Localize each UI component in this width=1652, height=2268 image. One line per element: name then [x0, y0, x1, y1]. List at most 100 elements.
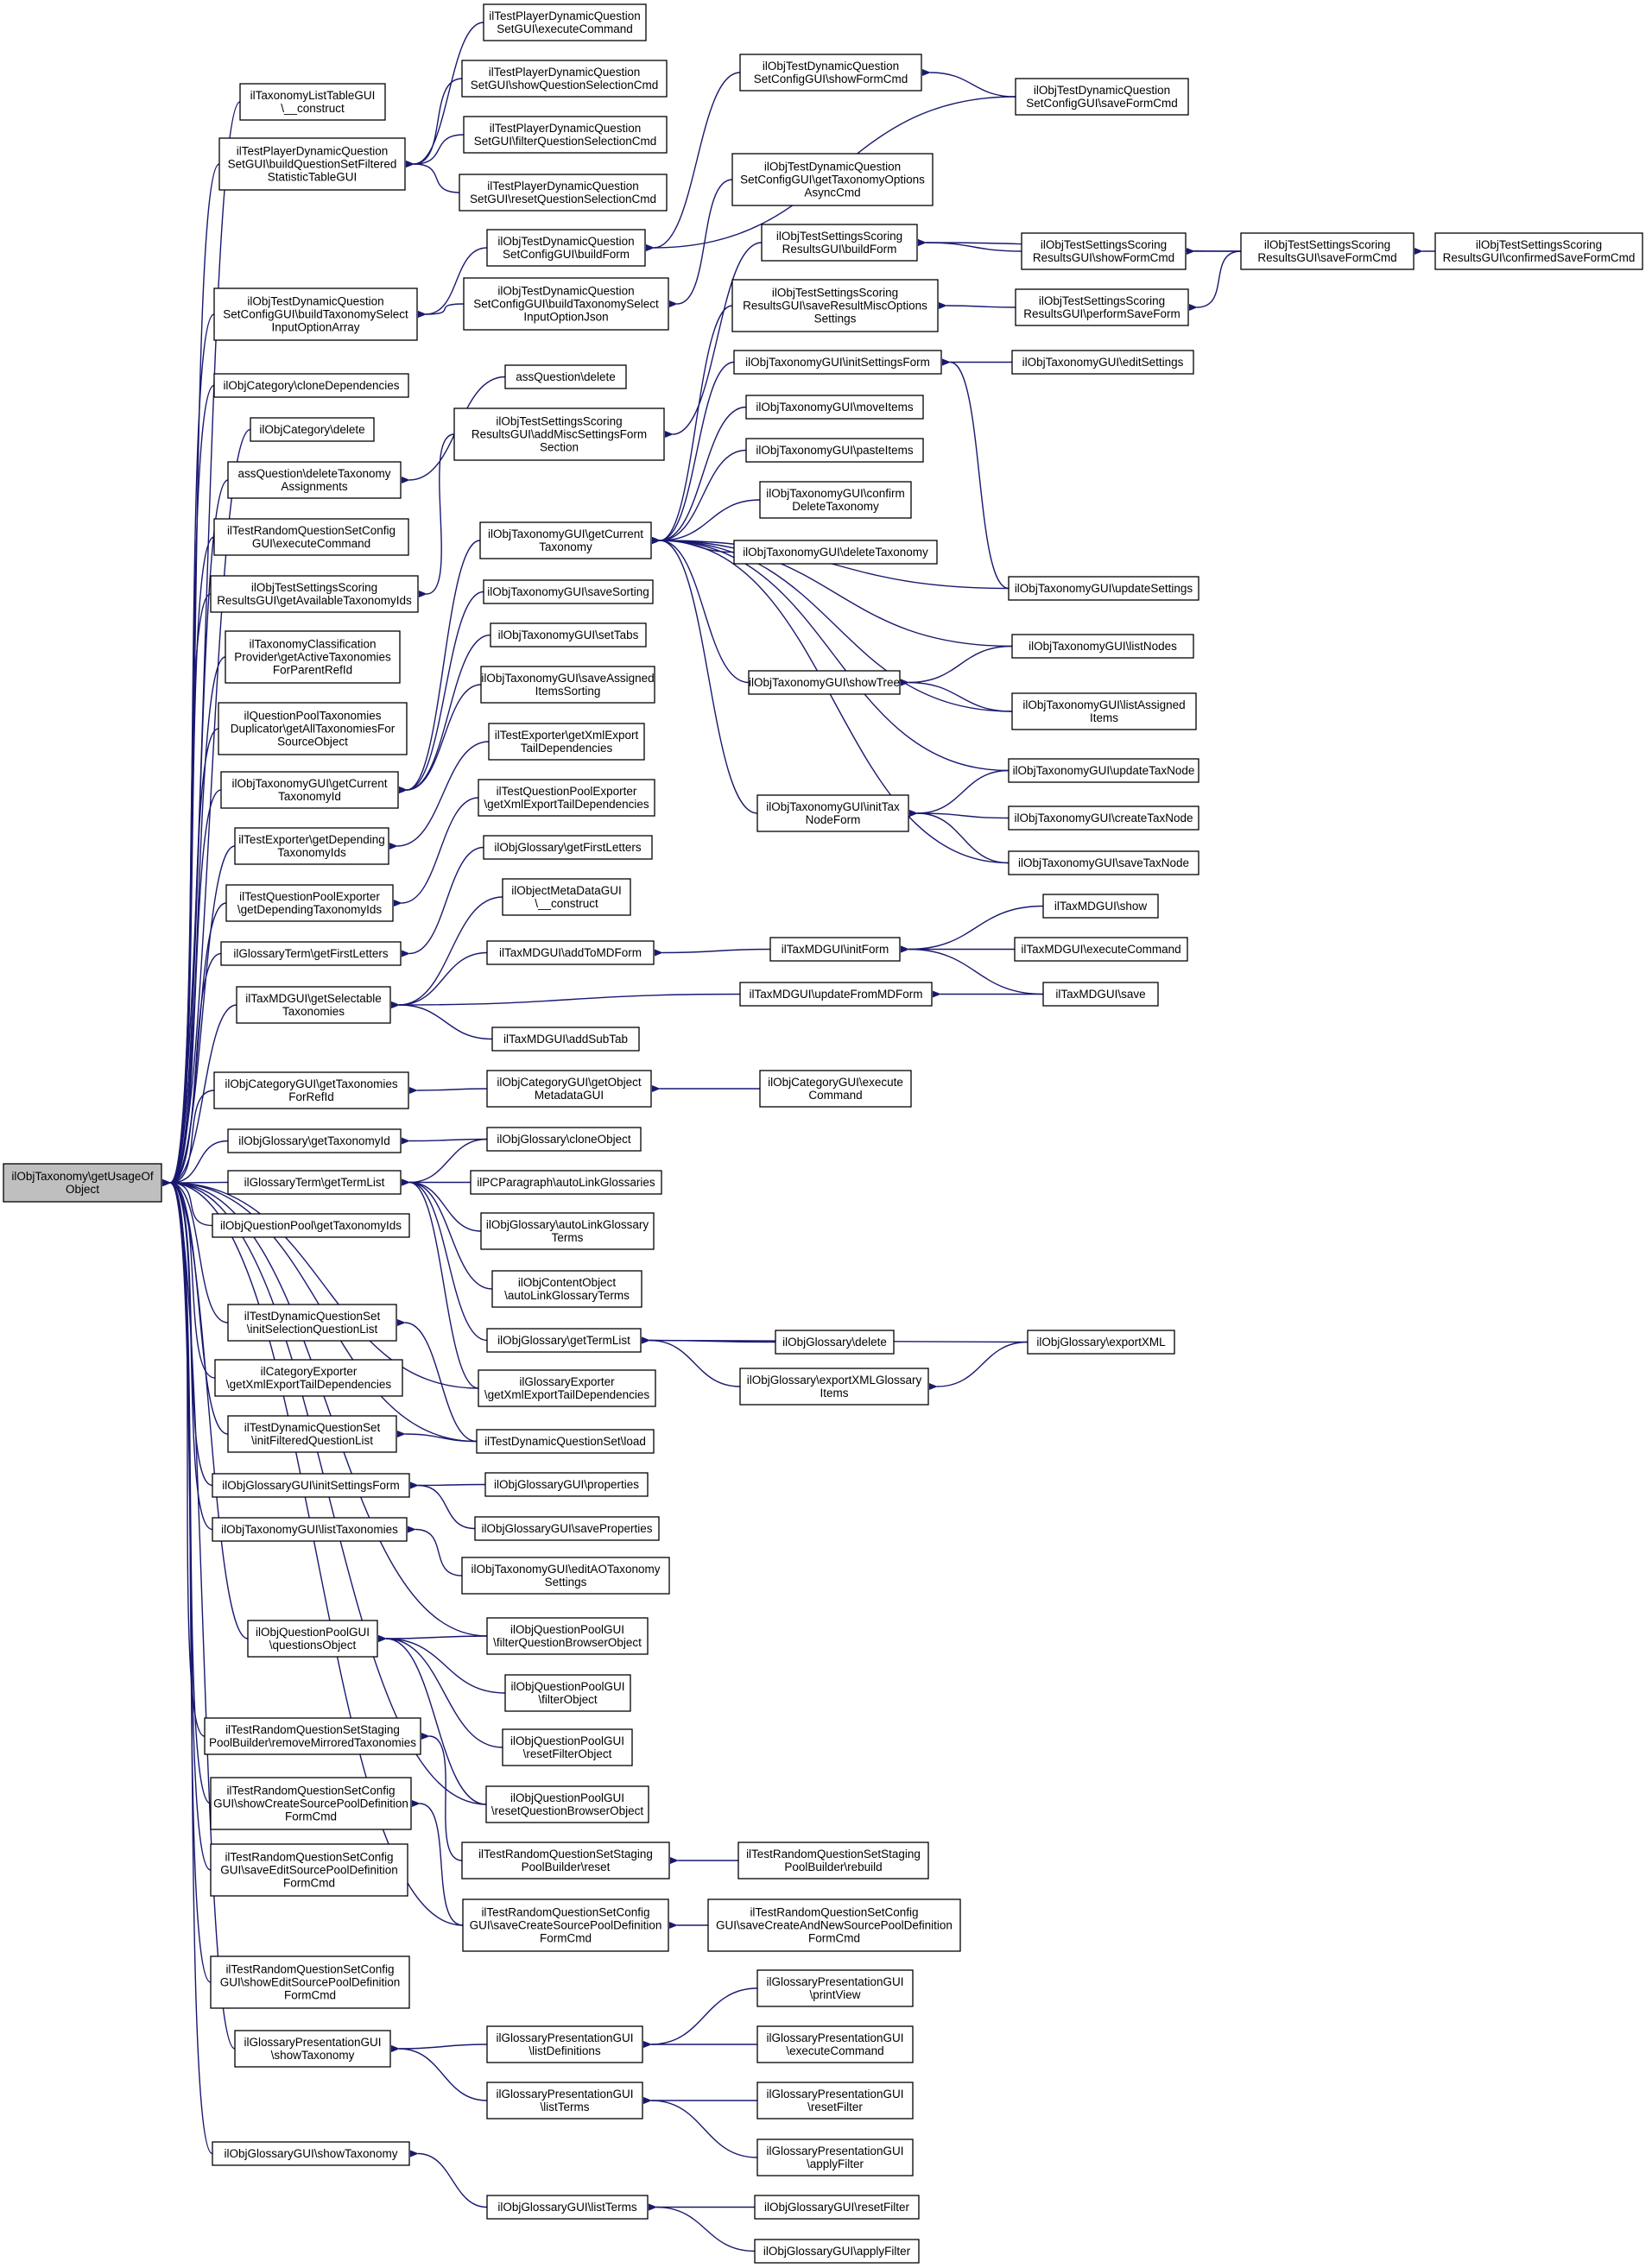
node-n_gpapply[interactable]: ilGlossaryPresentationGUI\applyFilter: [756, 2138, 914, 2176]
node-n_dqcsaveform[interactable]: ilObjTestDynamicQuestionSetConfigGUI\sav…: [1015, 78, 1189, 116]
node-n_texpxml[interactable]: ilTestExporter\getXmlExportTailDependenc…: [488, 723, 645, 761]
node-n_dqcbuildjson[interactable]: ilObjTestDynamicQuestionSetConfigGUI\bui…: [463, 277, 669, 331]
node-n_qpguiqo[interactable]: ilObjQuestionPoolGUI\questionsObject: [247, 1620, 378, 1658]
node-n_dqsinitsel[interactable]: ilTestDynamicQuestionSet\initSelectionQu…: [227, 1304, 397, 1342]
node-n_scorshowform[interactable]: ilObjTestSettingsScoringResultsGUI\showF…: [1021, 232, 1187, 270]
node-n_gloguilistterms[interactable]: ilObjGlossaryGUI\listTerms: [486, 2195, 649, 2220]
node-n_rqscshow[interactable]: ilTestRandomQuestionSetConfigGUI\showCre…: [210, 1777, 412, 1830]
node-n_glotaxid[interactable]: ilObjGlossary\getTaxonomyId: [227, 1128, 402, 1153]
node-n_taxmdaddsub[interactable]: ilTaxMDGUI\addSubTab: [491, 1027, 640, 1052]
node-n_glotermlist[interactable]: ilObjGlossary\getTermList: [486, 1328, 642, 1353]
node-n_gpprint[interactable]: ilGlossaryPresentationGUI\printView: [756, 1969, 914, 2007]
node-n_pdexec[interactable]: ilTestPlayerDynamicQuestionSetGUI\execut…: [483, 3, 647, 41]
node-n_taxmdexec[interactable]: ilTaxMDGUI\executeCommand: [1014, 937, 1188, 962]
node-n_scorsaveform[interactable]: ilObjTestSettingsScoringResultsGUI\saveF…: [1240, 232, 1415, 270]
node-n_scorsavemisc[interactable]: ilObjTestSettingsScoringResultsGUI\saveR…: [731, 279, 939, 332]
node-n_tqpexpdep[interactable]: ilTestQuestionPoolExporter\getDependingT…: [225, 884, 394, 922]
node-n_taxmdinitform[interactable]: ilTaxMDGUI\initForm: [769, 937, 901, 962]
node-n_gloguiprops[interactable]: ilObjGlossaryGUI\properties: [484, 1472, 649, 1497]
node-n_randexec[interactable]: ilTestRandomQuestionSetConfigGUI\execute…: [213, 518, 409, 556]
node-n_taxlist[interactable]: ilTaxonomyListTableGUI\__construct: [239, 83, 386, 121]
node-n_dqcbuildform[interactable]: ilObjTestDynamicQuestionSetConfigGUI\bui…: [486, 229, 646, 267]
node-n_gpexec[interactable]: ilGlossaryPresentationGUI\executeCommand: [756, 2025, 914, 2063]
node-n_rqscsavecreate[interactable]: ilTestRandomQuestionSetConfigGUI\saveCre…: [462, 1898, 669, 1952]
node-n_taxsavesort[interactable]: ilObjTaxonomyGUI\saveSorting: [483, 579, 654, 604]
node-n_gpreset[interactable]: ilGlossaryPresentationGUI\resetFilter: [756, 2082, 914, 2120]
node-n_scorbuildform[interactable]: ilObjTestSettingsScoringResultsGUI\build…: [761, 224, 918, 262]
node-n_qpguifilterqb[interactable]: ilObjQuestionPoolGUI\filterQuestionBrows…: [486, 1617, 649, 1655]
node-n_scoraddmisc[interactable]: ilObjTestSettingsScoringResultsGUI\addMi…: [453, 407, 665, 461]
node-n_rqscsaveedit[interactable]: ilTestRandomQuestionSetConfigGUI\saveEdi…: [210, 1843, 408, 1897]
node-n_gloguiapply[interactable]: ilObjGlossaryGUI\applyFilter: [754, 2239, 920, 2264]
node-n_scorperform[interactable]: ilObjTestSettingsScoringResultsGUI\perfo…: [1015, 288, 1189, 326]
node-n_dqcgettaxasync[interactable]: ilObjTestDynamicQuestionSetConfigGUI\get…: [731, 153, 934, 206]
node-n_taxsettabs[interactable]: ilObjTaxonomyGUI\setTabs: [490, 622, 647, 648]
node-n_pdreset[interactable]: ilTestPlayerDynamicQuestionSetGUI\resetQ…: [459, 174, 668, 212]
node-n_taxsaveassign[interactable]: ilObjTaxonomyGUI\saveAssignedItemsSortin…: [480, 666, 655, 704]
node-n_rqsspbrebuild[interactable]: ilTestRandomQuestionSetStagingPoolBuilde…: [737, 1842, 929, 1879]
node-n_gloguiinit[interactable]: ilObjGlossaryGUI\initSettingsForm: [212, 1473, 410, 1498]
node-n_taxmdshow[interactable]: ilTaxMDGUI\show: [1042, 894, 1159, 919]
node-n_taxsavenode[interactable]: ilObjTaxonomyGUI\saveTaxNode: [1008, 850, 1199, 875]
node-n_taxshowtree[interactable]: ilObjTaxonomyGUI\showTree: [748, 670, 901, 695]
node-n_gloguishowtax[interactable]: ilObjGlossaryGUI\showTaxonomy: [212, 2141, 410, 2166]
node-n_catexp[interactable]: ilCategoryExporter\getXmlExportTailDepen…: [214, 1359, 403, 1397]
node-n_taxeditsettings[interactable]: ilObjTaxonomyGUI\editSettings: [1011, 350, 1194, 375]
node-n_dqsload[interactable]: ilTestDynamicQuestionSet\load: [476, 1429, 655, 1454]
node-n_taxmdadd[interactable]: ilTaxMDGUI\addToMDForm: [486, 940, 655, 965]
node-n_taxupdatenode[interactable]: ilObjTaxonomyGUI\updateTaxNode: [1008, 758, 1199, 783]
node-n_scoravail[interactable]: ilObjTestSettingsScoringResultsGUI\getAv…: [210, 575, 419, 613]
node-n_rqsspbreset[interactable]: ilTestRandomQuestionSetStagingPoolBuilde…: [461, 1842, 670, 1879]
node-n_taxinitsettings[interactable]: ilObjTaxonomyGUI\initSettingsForm: [733, 350, 942, 375]
node-n_qpguireset[interactable]: ilObjQuestionPoolGUI\resetFilterObject: [502, 1728, 633, 1766]
node-n_qpdup[interactable]: ilQuestionPoolTaxonomiesDuplicator\getAl…: [218, 702, 408, 755]
node-n_omdconstruct[interactable]: ilObjectMetaDataGUI\__construct: [502, 878, 631, 916]
node-n_gttermlist[interactable]: ilGlossaryTerm\getTermList: [227, 1170, 402, 1195]
node-n_qpguifilter[interactable]: ilObjQuestionPoolGUI\filterObject: [504, 1674, 631, 1712]
node-n_pdshowsel[interactable]: ilTestPlayerDynamicQuestionSetGUI\showQu…: [461, 60, 668, 98]
node-n_taxlisttax[interactable]: ilObjTaxonomyGUI\listTaxonomies: [212, 1517, 408, 1542]
node-n_catclone[interactable]: ilObjCategory\cloneDependencies: [213, 373, 409, 398]
node-n_scorconfirmed[interactable]: ilObjTestSettingsScoringResultsGUI\confi…: [1434, 232, 1643, 270]
node-n_qpguiresetqb[interactable]: ilObjQuestionPoolGUI\resetQuestionBrowse…: [485, 1785, 649, 1823]
node-n_gloexp[interactable]: ilGlossaryExporter\getXmlExportTailDepen…: [478, 1369, 656, 1407]
node-n_taxlistnodes[interactable]: ilObjTaxonomyGUI\listNodes: [1011, 634, 1194, 659]
node-n_dqcshowform[interactable]: ilObjTestDynamicQuestionSetConfigGUI\sho…: [739, 54, 922, 92]
node-n_catdelete[interactable]: ilObjCategory\delete: [250, 417, 375, 442]
node-n_pdfilter[interactable]: ilTestPlayerDynamicQuestionSetGUI\filter…: [463, 116, 668, 154]
node-n_gplistdef[interactable]: ilGlossaryPresentationGUI\listDefinition…: [486, 2025, 643, 2063]
node-n_coautolink[interactable]: ilObjContentObject\autoLinkGlossaryTerms: [491, 1270, 642, 1308]
node-n_pcpautolink[interactable]: ilPCParagraph\autoLinkGlossaries: [470, 1170, 662, 1195]
node-n_taxmdupdate[interactable]: ilTaxMDGUI\updateFromMDForm: [739, 982, 933, 1007]
node-n_gplistterms[interactable]: ilGlossaryPresentationGUI\listTerms: [486, 2082, 643, 2120]
node-n_tqpexpxml[interactable]: ilTestQuestionPoolExporter\getXmlExportT…: [478, 779, 655, 817]
node-n_texpdep[interactable]: ilTestExporter\getDependingTaxonomyIds: [234, 827, 389, 865]
node-n_taxupdatesettings[interactable]: ilObjTaxonomyGUI\updateSettings: [1008, 576, 1199, 601]
node-n_gloguisave[interactable]: ilObjGlossaryGUI\saveProperties: [474, 1516, 660, 1541]
node-n_gpguishowtax[interactable]: ilGlossaryPresentationGUI\showTaxonomy: [234, 2030, 391, 2068]
node-n_glofirst[interactable]: ilObjGlossary\getFirstLetters: [483, 835, 653, 860]
node-n_buildqs[interactable]: ilTestPlayerDynamicQuestionSetGUI\buildQ…: [218, 137, 406, 191]
node-n_rqscsavecreatenew[interactable]: ilTestRandomQuestionSetConfigGUI\saveCre…: [707, 1898, 961, 1952]
node-n_rqsspbrm[interactable]: ilTestRandomQuestionSetStagingPoolBuilde…: [204, 1717, 421, 1755]
node-n_taxclass[interactable]: ilTaxonomyClassificationProvider\getActi…: [225, 630, 401, 684]
node-n_qptaxids[interactable]: ilObjQuestionPool\getTaxonomyIds: [212, 1213, 410, 1238]
node-n_taxdelete[interactable]: ilObjTaxonomyGUI\deleteTaxonomy: [733, 540, 938, 565]
node-n_dqsinitfil[interactable]: ilTestDynamicQuestionSet\initFilteredQue…: [227, 1415, 397, 1453]
node-n_taxmove[interactable]: ilObjTaxonomyGUI\moveItems: [745, 395, 924, 420]
node-n_gtfirst[interactable]: ilGlossaryTerm\getFirstLetters: [220, 941, 402, 966]
node-n_rqscshowedit[interactable]: ilTestRandomQuestionSetConfigGUI\showEdi…: [210, 1955, 410, 2009]
node-n_gloexpxml[interactable]: ilObjGlossary\exportXML: [1027, 1330, 1175, 1355]
node-n_glodelete[interactable]: ilObjGlossary\delete: [775, 1330, 895, 1355]
node-n_gloautolink[interactable]: ilObjGlossary\autoLinkGlossaryTerms: [480, 1212, 655, 1250]
